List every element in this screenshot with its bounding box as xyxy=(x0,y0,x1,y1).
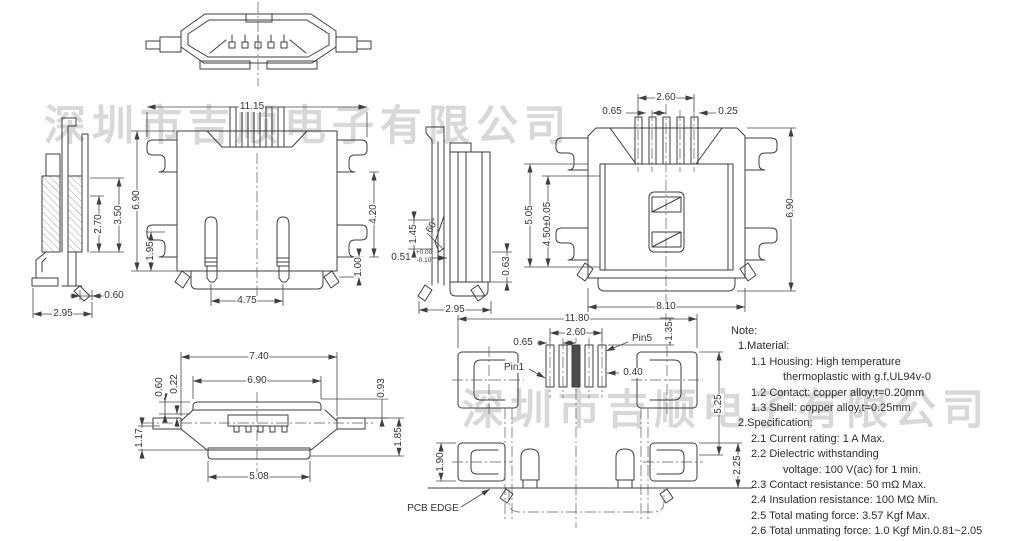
dim-footprint-pin-span: 2.60 xyxy=(565,327,587,338)
dim-footprint-depth: 5.25 xyxy=(713,393,724,415)
note-line: voltage: 100 V(ac) for 1 min. xyxy=(783,463,922,476)
dim-top-body-width: 8.10 xyxy=(655,301,677,312)
dim-top-pin-span: 2.60 xyxy=(655,92,677,103)
dim-plan-total-width: 7.40 xyxy=(248,351,270,362)
dim-front-lower-height: 1.95 xyxy=(145,240,156,262)
dim-section-outer-height: 3.50 xyxy=(113,204,124,226)
note-line: 1.1 Housing: High temperature xyxy=(751,355,901,368)
label-pin1: Pin1 xyxy=(502,362,526,373)
dim-front-foot-height: 1.00 xyxy=(353,256,364,278)
side-section-view xyxy=(31,117,124,318)
note-line: 2.5 Total mating force: 3.57 Kgf Max. xyxy=(751,509,930,522)
dim-front-leg-pitch: 4.75 xyxy=(236,295,258,306)
label-pcb-edge: PCB EDGE xyxy=(406,503,460,514)
note-line: 2.Specification: xyxy=(738,417,813,430)
dim-plan-lead-length: 1.17 xyxy=(134,427,145,449)
side-profile-view xyxy=(408,126,512,314)
note-line: 2.2 Dielectric withstanding xyxy=(751,448,879,461)
dim-footprint-total-width: 11.80 xyxy=(563,313,591,324)
dim-plan-shell-width: 6.90 xyxy=(246,375,268,386)
dim-footprint-pad-offset: 1.35 xyxy=(664,320,675,342)
note-line: 2.6 Total unmating force: 1.0 Kgf Min.0.… xyxy=(751,525,983,538)
dim-plan-offset-c: 0.93 xyxy=(376,377,387,399)
dim-front-total-width: 11.15 xyxy=(238,101,266,112)
dim-top-pin-width: 0.25 xyxy=(717,106,739,117)
dim-top-inner-depth: 4.50±0.05 xyxy=(542,200,553,248)
note-line: 2.4 Insulation resistance: 100 MΩ Min. xyxy=(751,494,939,507)
note-line: 1.Material: xyxy=(738,340,790,353)
dim-top-pin-pitch: 0.65 xyxy=(601,106,623,117)
note-line: thermoplastic with g.f,UL94v-0 xyxy=(783,371,931,384)
dim-plan-offset-b: 0.22 xyxy=(169,373,180,395)
label-pin5: Pin5 xyxy=(630,333,654,344)
dim-profile-tol-plus: +0.00 xyxy=(415,248,433,257)
dim-footprint-pad-height: 1.90 xyxy=(435,451,446,473)
dim-top-body-height: 6.90 xyxy=(785,197,796,219)
pcb-footprint-view xyxy=(427,314,753,528)
note-line: 1.3 Shell: copper alloy,t=0.25mm xyxy=(751,402,911,415)
dim-plan-mouth-width: 5.08 xyxy=(248,471,270,482)
dim-section-inner-height: 2.70 xyxy=(93,213,104,235)
dim-profile-foot-height: 0.63 xyxy=(501,255,512,277)
dim-front-total-height: 6.90 xyxy=(131,189,142,211)
front-view xyxy=(131,104,379,306)
dim-profile-latch-length: 1.45 xyxy=(408,223,419,245)
mating-face-view xyxy=(145,2,372,86)
watermark-text: 深圳市吉顺电子有限公司 xyxy=(44,102,573,149)
dim-front-wing-span: 4.20 xyxy=(368,203,379,225)
note-line: Note: xyxy=(731,325,758,337)
dim-plan-front-depth: 1.85 xyxy=(393,426,404,448)
dim-profile-pin-thickness: 0.51 xyxy=(390,252,412,263)
dim-footprint-pad-width: 0.40 xyxy=(622,367,644,378)
dim-profile-depth: 2.95 xyxy=(444,304,466,315)
dim-profile-tol-minus: -0.10 xyxy=(416,256,432,265)
dim-section-depth: 2.95 xyxy=(52,308,74,319)
dim-top-shield-depth: 5.05 xyxy=(524,204,535,226)
dim-plan-offset-a: 0.60 xyxy=(154,376,165,398)
top-view xyxy=(524,94,796,332)
dim-section-foot-width: 0.60 xyxy=(103,290,125,301)
note-line: 2.3 Contact resistance: 50 mΩ Max. xyxy=(751,479,927,492)
plan-view xyxy=(138,352,404,482)
note-line: 1.2 Contact: copper alloy,t=0.20mm xyxy=(751,386,925,399)
notes-block: Note: 1.Material: 1.1 Housing: High temp… xyxy=(731,324,1023,540)
note-line: 2.1 Current rating: 1 A Max. xyxy=(751,432,885,445)
dim-footprint-pin-pitch: 0.65 xyxy=(512,337,534,348)
